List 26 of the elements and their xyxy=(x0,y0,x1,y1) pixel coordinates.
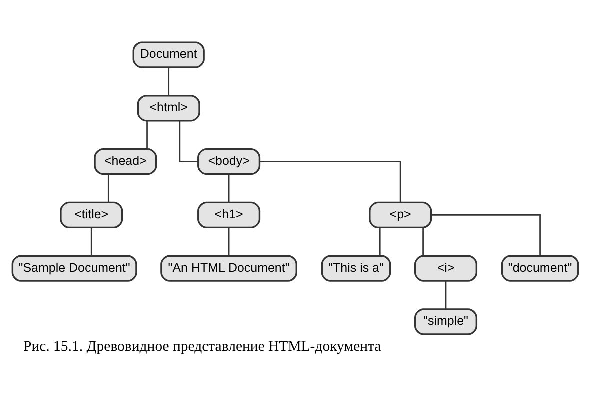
connector xyxy=(228,174,230,202)
connector xyxy=(228,228,230,256)
node-box: <body> xyxy=(198,148,261,175)
node-box: "An HTML Document" xyxy=(160,254,298,282)
connector xyxy=(260,160,402,202)
connector xyxy=(146,120,148,148)
connector xyxy=(168,67,170,96)
node-box: <i> xyxy=(414,254,478,282)
node-box: Document xyxy=(132,41,205,68)
node-box: "This is a" xyxy=(321,254,392,282)
node-box: "simple" xyxy=(414,308,478,335)
connector xyxy=(422,228,424,256)
connector xyxy=(179,120,198,162)
node-box: <html> xyxy=(137,94,200,122)
connector xyxy=(432,214,541,256)
node-box: "document" xyxy=(501,254,580,282)
connector xyxy=(108,174,110,202)
node-box: <h1> xyxy=(198,201,261,228)
connector xyxy=(90,228,92,256)
node-box: <title> xyxy=(60,201,124,228)
connector xyxy=(445,281,447,309)
node-box: "Sample Document" xyxy=(12,254,138,282)
caption: Рис. 15.1. Древовидное представление HTML-документа xyxy=(24,338,382,354)
node-box: <head> xyxy=(94,148,158,175)
connector xyxy=(379,228,381,256)
node-box: <p> xyxy=(369,201,432,228)
